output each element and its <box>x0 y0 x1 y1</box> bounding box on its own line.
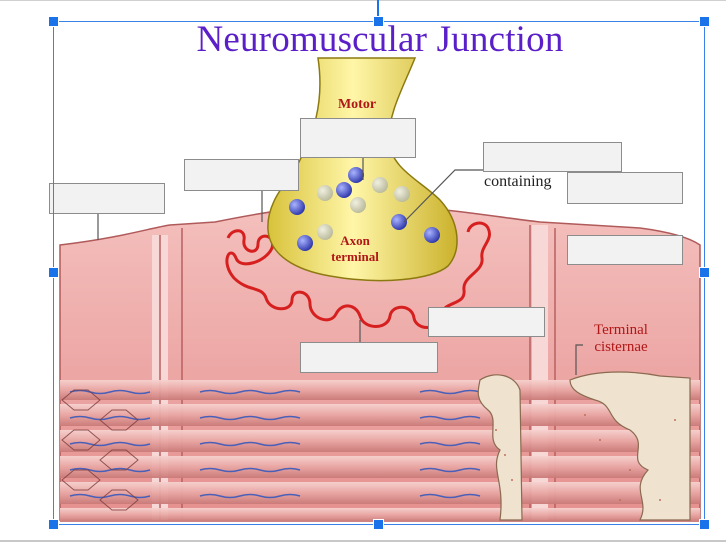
resize-handle-bottom-right[interactable] <box>699 519 710 530</box>
axon-terminal-label-line1: Axon <box>340 233 370 248</box>
resize-handle-bottom-left[interactable] <box>48 519 59 530</box>
resize-handle-middle-left[interactable] <box>48 267 59 278</box>
resize-handle-top-center[interactable] <box>373 16 384 27</box>
answer-box-1[interactable] <box>49 183 165 214</box>
myofibrils <box>60 380 700 522</box>
resize-handle-top-right[interactable] <box>699 16 710 27</box>
answer-box-8[interactable] <box>300 342 438 373</box>
resize-handle-top-left[interactable] <box>48 16 59 27</box>
terminal-cisternae-shapes <box>477 371 691 521</box>
answer-box-6[interactable] <box>567 235 683 265</box>
document-bottom-edge <box>0 540 726 542</box>
containing-label: containing <box>484 173 552 190</box>
answer-box-7[interactable] <box>428 307 545 337</box>
resize-handle-middle-right[interactable] <box>699 267 710 278</box>
answer-box-3[interactable] <box>300 118 416 158</box>
synaptic-vesicles <box>289 167 440 251</box>
terminal-cisternae-label-line1: Terminal <box>594 322 648 338</box>
terminal-cisternae-label-line2: cisternae <box>594 339 648 355</box>
answer-box-2[interactable] <box>184 159 299 191</box>
rotation-handle-stem <box>377 0 379 16</box>
resize-handle-bottom-center[interactable] <box>373 519 384 530</box>
motor-label: Motor <box>337 97 377 112</box>
axon-terminal-label-line2: terminal <box>331 249 379 264</box>
answer-box-4[interactable] <box>483 142 622 172</box>
answer-box-5[interactable] <box>567 172 683 204</box>
document-top-edge <box>0 0 726 1</box>
